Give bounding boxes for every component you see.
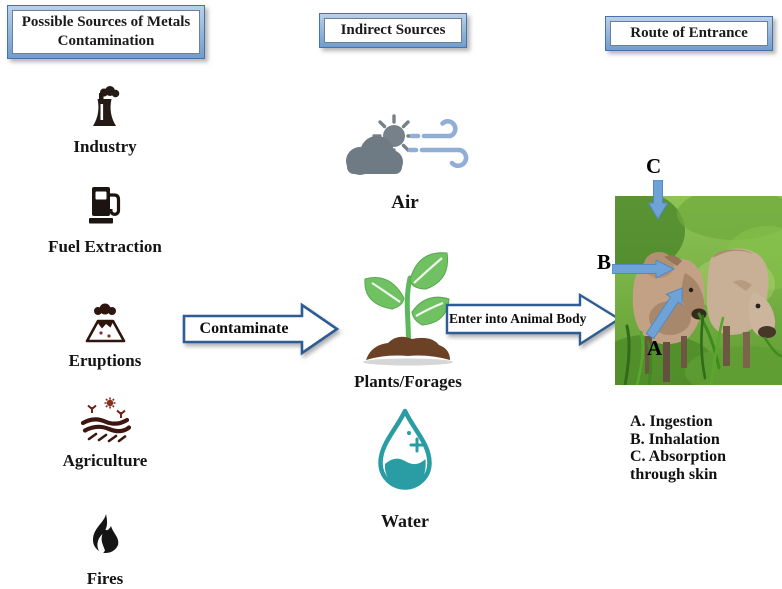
contaminate-arrow: Contaminate — [180, 301, 342, 357]
cow-right — [706, 248, 776, 368]
route-marker-c: C — [646, 154, 662, 178]
header-possible-sources: Possible Sources of Metals Contamination — [7, 5, 205, 59]
enter-animal-body-arrow: Enter into Animal Body — [444, 288, 626, 350]
header-indirect-sources-label: Indirect Sources — [324, 18, 462, 43]
indirect-label-air: Air — [391, 192, 419, 213]
seedling-icon — [363, 252, 453, 366]
header-indirect-sources: Indirect Sources — [319, 13, 467, 48]
source-item-fires: Fires — [30, 512, 180, 589]
header-route-of-entrance: Route of Entrance — [605, 16, 773, 51]
enter-animal-body-arrow-label: Enter into Animal Body — [449, 311, 587, 326]
indirect-label-plants: Plants/Forages — [354, 372, 462, 391]
cloud-sun-wind-icon — [346, 114, 469, 175]
indirect-item-water: Water — [362, 406, 448, 532]
contaminate-arrow-shape — [182, 302, 340, 356]
route-arrow-a — [645, 287, 683, 340]
source-label-agriculture: Agriculture — [62, 451, 148, 470]
legend-line-absorption: C. Absorption — [630, 448, 727, 465]
route-arrow-b — [612, 259, 676, 279]
water-drop-icon — [378, 408, 432, 490]
header-possible-sources-label: Possible Sources of Metals Contamination — [12, 10, 200, 54]
source-label-eruptions: Eruptions — [68, 351, 142, 370]
source-item-fuel-extraction: Fuel Extraction — [30, 182, 180, 257]
cow-photo — [615, 196, 782, 385]
source-item-industry: Industry — [30, 84, 180, 157]
flame-icon — [93, 514, 119, 554]
source-label-fuel-extraction: Fuel Extraction — [48, 237, 162, 256]
route-arrow-c — [648, 180, 668, 220]
header-route-of-entrance-label: Route of Entrance — [610, 21, 768, 46]
legend-line-through-skin: through skin — [630, 465, 718, 483]
source-item-eruptions: Eruptions — [30, 300, 180, 371]
indirect-item-air: Air — [330, 112, 480, 214]
fuel-pump-icon — [89, 187, 121, 224]
enter-animal-body-arrow-shape — [445, 292, 622, 347]
legend-line-ingestion: A. Ingestion — [630, 413, 713, 430]
legend-line-inhalation: B. Inhalation — [630, 430, 720, 448]
route-marker-a: A — [647, 336, 663, 360]
contaminate-arrow-label: Contaminate — [199, 320, 289, 337]
grass-blades — [623, 312, 782, 385]
indirect-label-water: Water — [381, 511, 429, 531]
source-item-agriculture: Agriculture — [30, 396, 180, 471]
factory-icon — [93, 86, 120, 126]
source-label-industry: Industry — [73, 137, 137, 156]
route-legend: A. Ingestion B. Inhalation C. Absorption… — [630, 413, 726, 483]
source-label-fires: Fires — [86, 569, 124, 588]
indirect-item-plants: Plants/Forages — [344, 246, 472, 392]
agriculture-field-icon — [80, 397, 131, 443]
route-marker-b: B — [597, 250, 612, 274]
volcano-icon — [85, 303, 126, 343]
